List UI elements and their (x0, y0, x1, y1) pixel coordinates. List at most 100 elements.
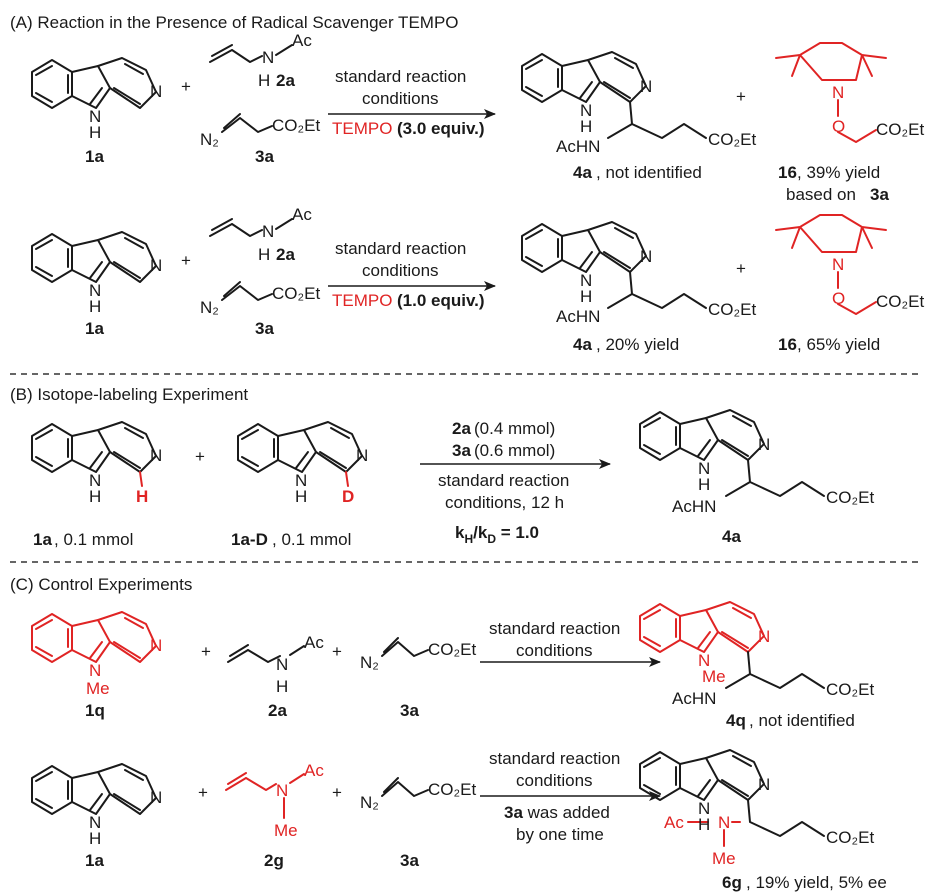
label-3a: 3a (255, 319, 274, 338)
condition-line-2: conditions (516, 771, 593, 790)
plus-sign: + (195, 447, 205, 466)
molecule-16 (775, 42, 887, 143)
atom-co2et: CO₂Et (826, 828, 874, 847)
condition-line-4: by one time (516, 825, 604, 844)
amount-note: , 0.1 mmol (54, 530, 133, 549)
product-note: , 39% yield (797, 163, 880, 182)
atom-ac: Ac (304, 633, 324, 652)
label-3a: 3a (255, 147, 274, 166)
atom-achn: AcHN (672, 689, 716, 708)
label-1a: 1a (85, 147, 104, 166)
molecule-1q (31, 611, 157, 663)
atom-n: N (718, 813, 730, 832)
condition-line-2: conditions (516, 641, 593, 660)
label-2g: 2g (264, 851, 284, 870)
atom-achn: AcHN (556, 307, 600, 326)
atom-co2et: CO₂Et (272, 284, 320, 303)
tempo-equiv: (3.0 equiv.) (397, 119, 485, 138)
atom-achn: AcHN (556, 137, 600, 156)
atom-d: D (342, 487, 354, 506)
atom-h: H (698, 815, 710, 834)
tempo-label: TEMPO (332, 119, 392, 138)
molecule-1a-d (237, 421, 363, 487)
atom-h: H (258, 245, 270, 264)
atom-n: N (758, 435, 770, 454)
atom-n: N (640, 77, 652, 96)
atom-n: N (262, 222, 274, 241)
atom-n: N (580, 271, 592, 290)
amount-note: (0.6 mmol) (474, 441, 555, 460)
condition-line-2: conditions (362, 89, 439, 108)
plus-sign: + (181, 77, 191, 96)
label-1a: 1a (85, 319, 104, 338)
label-3a: 3a (452, 441, 471, 460)
atom-n: N (150, 788, 162, 807)
molecule-4a (639, 409, 825, 497)
section-a-header: (A) Reaction in the Presence of Radical … (10, 13, 459, 32)
atom-h: H (276, 677, 288, 696)
atom-n2: N₂ (200, 130, 219, 149)
label-16: 16 (778, 163, 797, 182)
label-6g: 6g (722, 873, 742, 892)
condition-line-1: standard reaction (335, 239, 466, 258)
atom-n: N (698, 799, 710, 818)
atom-n: N (276, 781, 288, 800)
label-2a: 2a (276, 71, 295, 90)
atom-n: N (150, 256, 162, 275)
atom-n: N (89, 471, 101, 490)
atom-co2et: CO₂Et (826, 680, 874, 699)
label-3a: 3a (870, 185, 889, 204)
plus-sign: + (201, 642, 211, 661)
atom-n: N (150, 446, 162, 465)
atom-n2: N₂ (360, 653, 379, 672)
amount-note: (0.4 mmol) (474, 419, 555, 438)
label-4a: 4a (573, 163, 592, 182)
atom-n: N (89, 661, 101, 680)
amount-note: , 0.1 mmol (272, 530, 351, 549)
atom-h: H (580, 287, 592, 306)
product-note: , not identified (749, 711, 855, 730)
molecule-4q (639, 601, 825, 689)
plus-sign: + (198, 783, 208, 802)
atom-me: Me (274, 821, 298, 840)
plus-sign: + (736, 259, 746, 278)
label-4a: 4a (722, 527, 741, 546)
label-2a: 2a (276, 245, 295, 264)
molecule-1a (31, 421, 157, 487)
label-1a: 1a (33, 530, 52, 549)
condition-line-1: standard reaction (489, 749, 620, 768)
atom-co2et: CO₂Et (826, 488, 874, 507)
section-c-header: (C) Control Experiments (10, 575, 192, 594)
label-3a: 3a (400, 701, 419, 720)
atom-n: N (89, 281, 101, 300)
molecule-16 (775, 214, 887, 315)
plus-sign: + (181, 251, 191, 270)
condition-line-1: standard reaction (335, 67, 466, 86)
atom-h: H (580, 117, 592, 136)
atom-n: N (295, 471, 307, 490)
atom-n: N (698, 651, 710, 670)
atom-ac: Ac (304, 761, 324, 780)
molecule-4a (521, 221, 707, 309)
condition-line-2: conditions (362, 261, 439, 280)
atom-h: H (258, 71, 270, 90)
section-b-header: (B) Isotope-labeling Experiment (10, 385, 248, 404)
atom-n: N (698, 459, 710, 478)
atom-co2et: CO₂Et (876, 292, 924, 311)
atom-co2et: CO₂Et (428, 780, 476, 799)
condition-line-2: conditions, 12 h (445, 493, 564, 512)
molecule-1a (31, 231, 157, 283)
label-4a: 4a (573, 335, 592, 354)
label-1a: 1a (85, 851, 104, 870)
atom-h: H (136, 487, 148, 506)
atom-n: N (150, 82, 162, 101)
atom-me: Me (712, 849, 736, 868)
atom-co2et: CO₂Et (428, 640, 476, 659)
atom-achn: AcHN (672, 497, 716, 516)
atom-o: O (832, 117, 845, 136)
atom-h: H (89, 487, 101, 506)
label-3a: 3a (400, 851, 419, 870)
atom-n: N (832, 83, 844, 102)
product-note: , 65% yield (797, 335, 880, 354)
